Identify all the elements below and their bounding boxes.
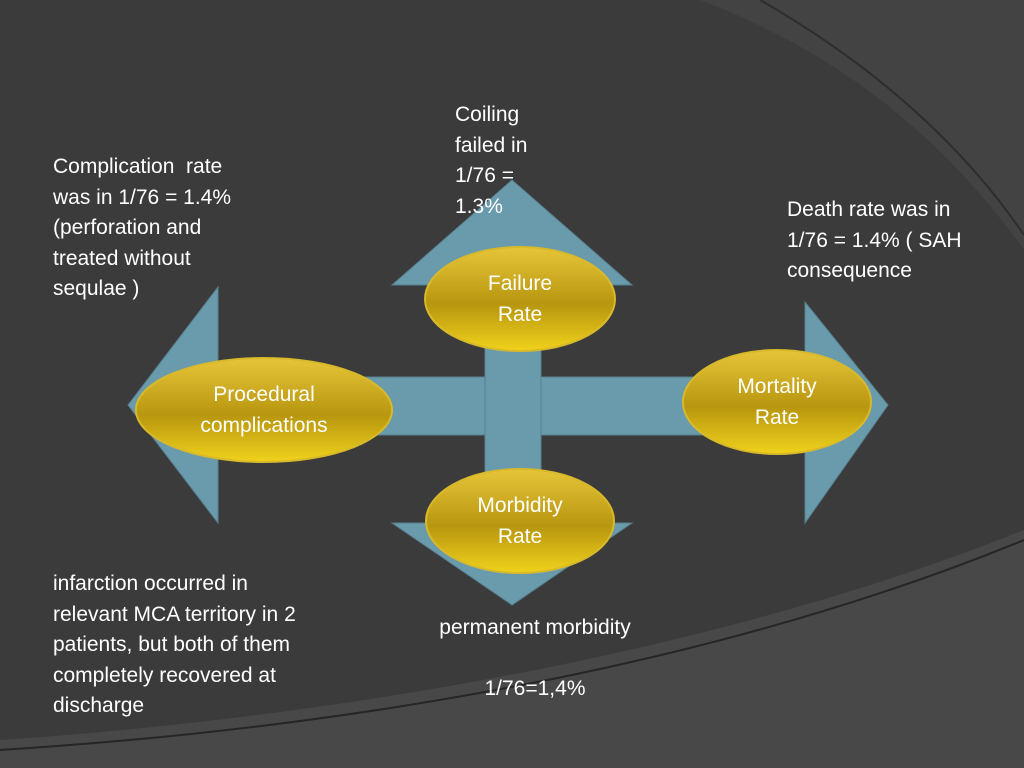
mortality-rate-label: Mortality Rate bbox=[737, 375, 817, 429]
death-rate-note: Death rate was in 1/76 = 1.4% ( SAH cons… bbox=[787, 198, 962, 282]
morbidity-rate-oval bbox=[425, 468, 615, 574]
background-band-bottom bbox=[0, 530, 1024, 768]
complication-rate-note: Complication rate was in 1/76 = 1.4% (pe… bbox=[53, 155, 232, 300]
background-band-top bbox=[700, 0, 1024, 250]
background-curve-line-top bbox=[759, 0, 1024, 236]
infarction-note: infarction occurred in relevant MCA terr… bbox=[53, 572, 296, 717]
mortality-rate-oval bbox=[682, 349, 872, 455]
permanent-morbidity-note: permanent morbidity 1/76=1,4% bbox=[439, 616, 631, 700]
failure-rate-label: Failure Rate bbox=[487, 272, 553, 326]
procedural-complications-oval bbox=[135, 357, 393, 463]
procedural-complications-label: Procedural complications bbox=[200, 383, 328, 437]
failure-rate-oval bbox=[424, 246, 616, 352]
morbidity-rate-label: Morbidity Rate bbox=[477, 494, 563, 548]
coiling-failure-note: Coiling failed in 1/76 = 1.3% bbox=[455, 103, 528, 218]
background-curve-line bbox=[0, 539, 1024, 751]
